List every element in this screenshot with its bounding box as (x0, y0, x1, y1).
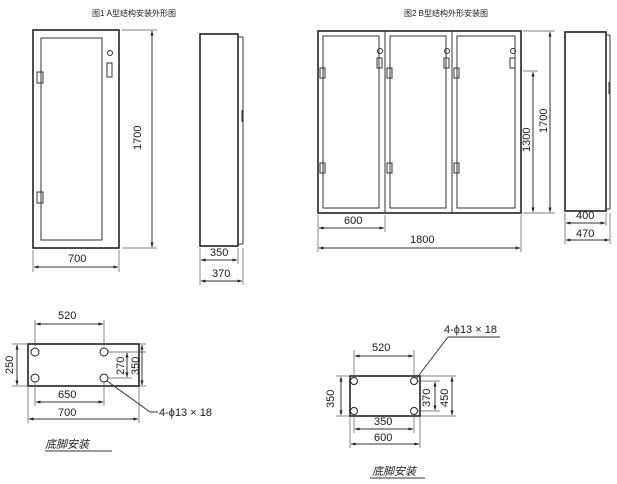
figure-b-caption: 图2 B型结构外形安装图 (404, 8, 488, 18)
base-a-plan (12, 320, 158, 452)
base-b-top-label: 520 (372, 342, 390, 354)
figure-a-height-label: 1700 (132, 126, 144, 150)
base-b-title: 底脚安装 (372, 465, 418, 478)
base-a-bottom-label: 700 (58, 407, 76, 419)
figure-a-side-view (199, 33, 244, 285)
base-b-bottom-label: 600 (374, 432, 392, 444)
figure-b-depth-outer-label: 470 (576, 228, 594, 240)
base-b-right-label: 450 (439, 389, 451, 407)
figure-a-depth-inner-label: 350 (210, 247, 228, 259)
base-b-holes-label: 4-ϕ13 × 18 (444, 324, 497, 336)
base-a-top-label: 520 (58, 310, 76, 322)
figure-a-width-label: 700 (68, 253, 86, 265)
base-a-inner-label: 270 (115, 357, 127, 375)
base-b-left-label: 350 (325, 390, 337, 408)
figure-a-depth-outer-label: 370 (212, 268, 230, 280)
figure-a-front-view (32, 29, 157, 272)
base-b-inner-label: 370 (421, 389, 433, 407)
base-b-inner-bottom-label: 350 (374, 416, 392, 428)
figure-b-front-view (317, 30, 555, 252)
base-a-title: 底脚安装 (45, 438, 91, 451)
base-b-plan (336, 336, 500, 479)
figure-b-height-label: 1700 (538, 109, 550, 133)
base-a-holes-label: 4-ϕ13 × 18 (159, 407, 212, 419)
figure-b-side-view (564, 31, 611, 244)
figure-b-hinge-height-label: 1300 (521, 128, 533, 152)
base-a-right-label: 350 (130, 357, 142, 375)
base-a-inner-bottom-label: 650 (58, 389, 76, 401)
figure-b-door-width-label: 600 (344, 215, 362, 227)
figure-b-depth-inner-label: 400 (576, 210, 594, 222)
figure-a-caption: 图1 A型结构安装外形图 (92, 8, 176, 18)
base-a-left-label: 250 (4, 356, 16, 374)
figure-b-total-width-label: 1800 (410, 234, 434, 246)
